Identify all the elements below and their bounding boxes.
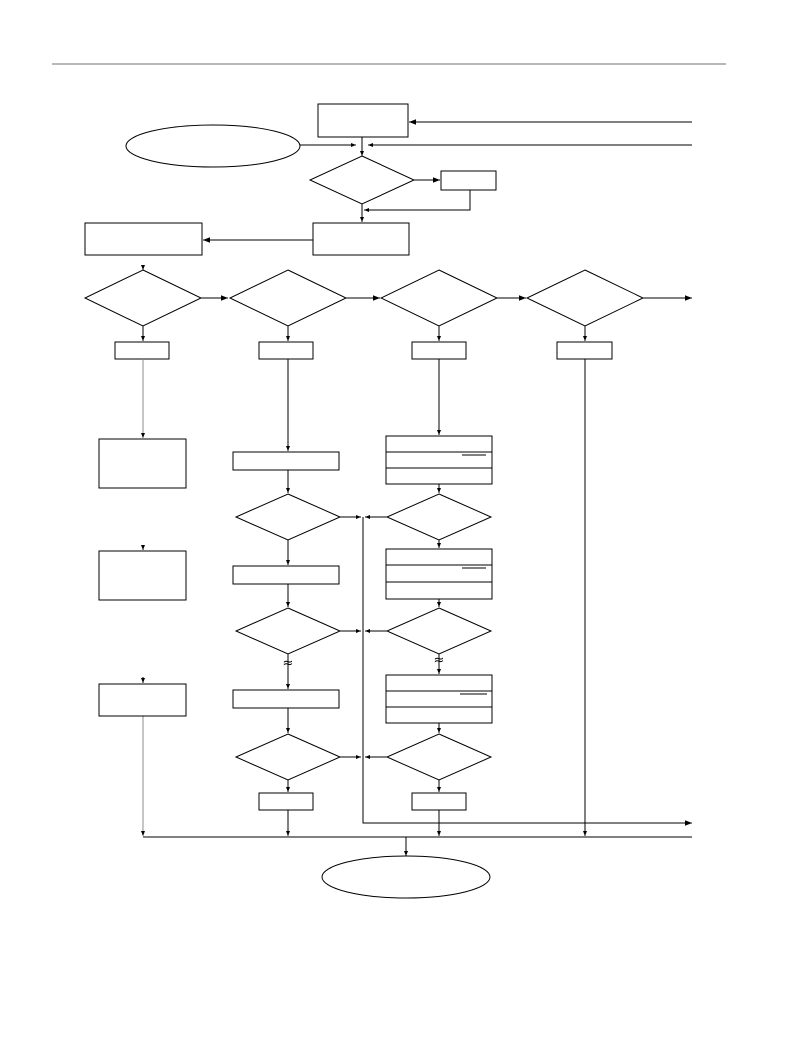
left-box-1 <box>98 438 187 489</box>
col2-box-3 <box>232 689 340 709</box>
decision-1 <box>83 269 203 327</box>
branch-box-1 <box>114 341 170 360</box>
branch-box-3 <box>411 341 467 360</box>
col3-decision-2 <box>385 607 493 655</box>
break-symbol-col3: ≈ <box>434 653 445 668</box>
side-process-box <box>440 170 497 191</box>
decision-3 <box>379 269 499 327</box>
col2-decision-3 <box>234 733 342 781</box>
col2-box-1 <box>232 451 340 471</box>
top-decision <box>308 155 416 205</box>
col2-decision-2 <box>234 607 342 655</box>
middle-process-box <box>312 222 410 256</box>
col2-decision-1 <box>234 493 342 541</box>
col3-decision-1 <box>385 493 493 541</box>
left-box-2 <box>98 550 187 601</box>
connector-side-return <box>364 190 471 212</box>
col3-decision-3 <box>385 733 493 781</box>
col3-register-box-3 <box>385 674 493 724</box>
decision-2 <box>228 269 348 327</box>
col3-end-box <box>411 792 467 811</box>
connector-center-merge <box>362 517 692 826</box>
col3-register-box-2 <box>385 548 493 600</box>
col2-box-2 <box>232 565 340 585</box>
start-terminator <box>125 124 301 168</box>
branch-box-4 <box>556 341 613 360</box>
col2-end-box <box>258 792 314 811</box>
left-box-3 <box>98 683 187 717</box>
top-process-box <box>317 103 409 138</box>
branch-box-2 <box>258 341 314 360</box>
decision-4 <box>525 269 645 327</box>
break-symbol-col2: ≈ <box>283 656 294 671</box>
end-terminator <box>321 855 491 899</box>
left-output-box <box>84 222 203 256</box>
col3-register-box-1 <box>385 435 493 485</box>
